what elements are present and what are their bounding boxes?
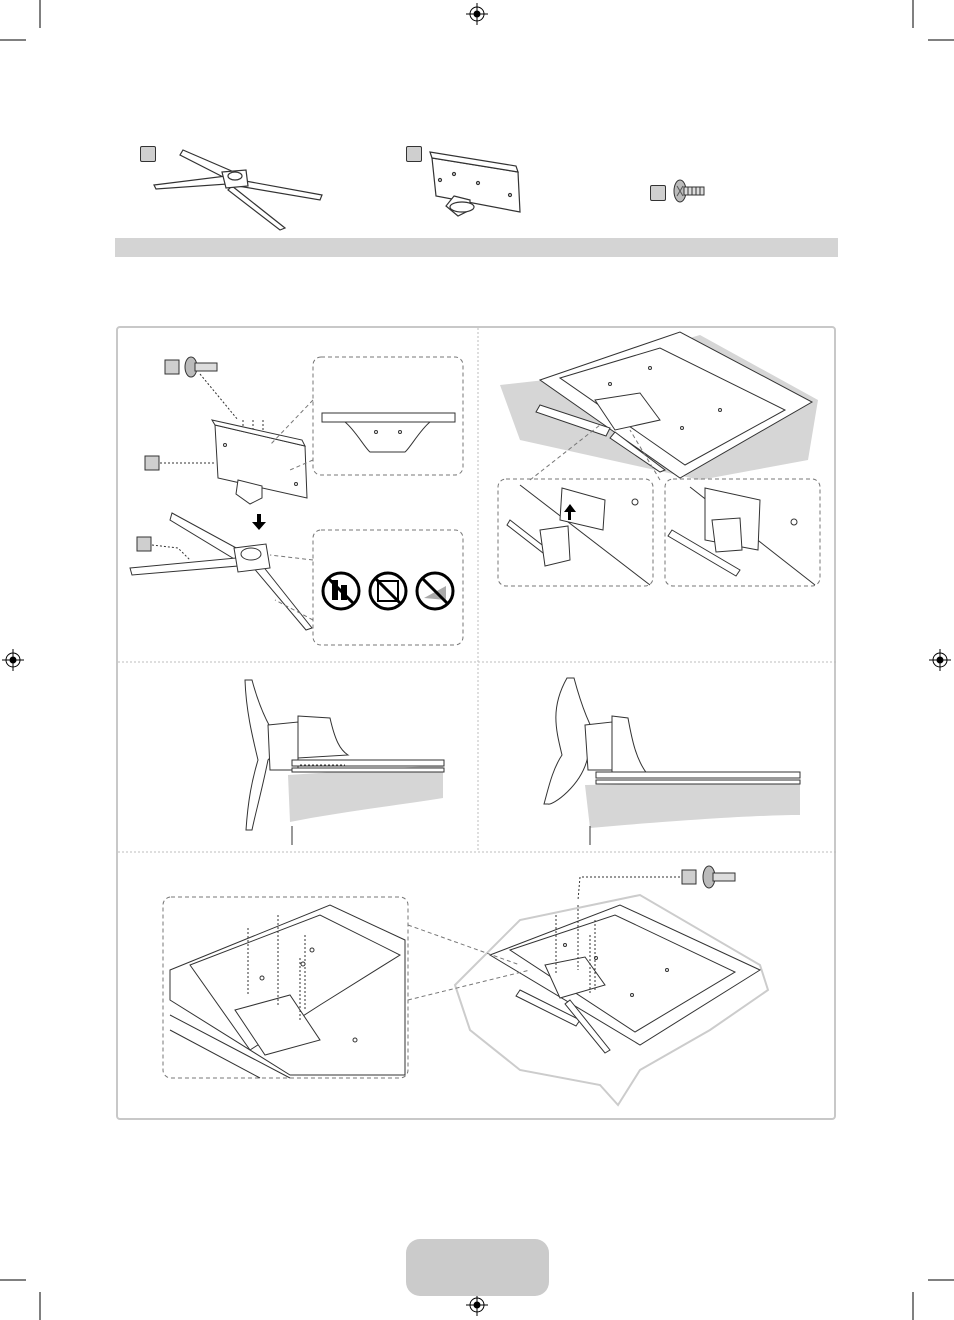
step-4-stand-side-view-seated-icon — [544, 678, 800, 845]
step-1-assemble-stand-icon — [130, 357, 463, 645]
step-2-attach-to-tv-icon — [498, 332, 820, 586]
warning-icons — [323, 573, 453, 609]
step-5-fasten-screws-icon — [163, 866, 768, 1105]
page-number-tab — [406, 1239, 549, 1296]
step-3-stand-side-view-icon — [245, 680, 444, 845]
